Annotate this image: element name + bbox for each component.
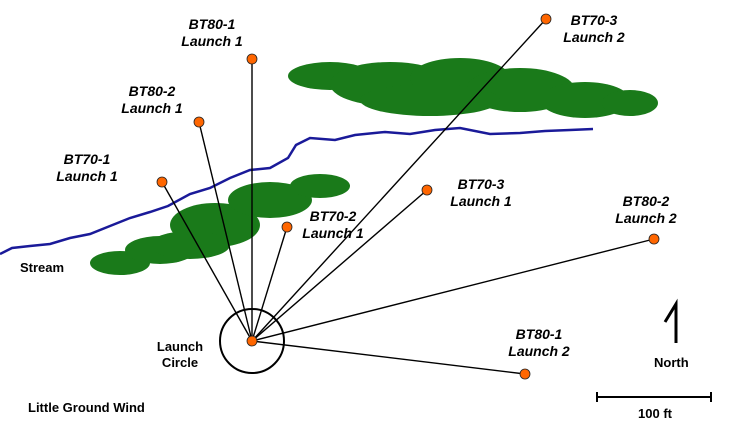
wind-note: Little Ground Wind — [28, 400, 145, 415]
label-rocket-name: BT70-3 — [570, 12, 618, 28]
label-bt70-3-launch1: BT70-3 Launch 1 — [450, 176, 511, 210]
stream-line — [0, 126, 594, 256]
landing-marker-bt70-3-l1 — [421, 184, 433, 196]
landing-marker-bt70-1-l1 — [156, 176, 168, 188]
landing-marker-bt80-1-l1 — [246, 53, 258, 65]
label-launch-number: Launch 1 — [121, 100, 183, 116]
launch-point-marker — [246, 335, 258, 347]
label-rocket-name: BT80-2 — [128, 83, 176, 99]
trajectory-bt80-2-l2 — [251, 238, 655, 342]
stream-label: Stream — [20, 260, 65, 275]
scale-bar — [596, 392, 712, 402]
launch-circle-label-line2: Circle — [161, 355, 199, 370]
launch-circle-label: Launch Circle — [157, 339, 203, 371]
label-launch-number: Launch 2 — [563, 29, 625, 45]
label-bt80-2-launch1: BT80-2 Launch 1 — [121, 83, 182, 117]
trajectory-bt70-3-l1 — [251, 189, 428, 342]
trajectory-lines — [161, 18, 655, 375]
north-arrow-icon — [663, 298, 678, 343]
label-launch-number: Launch 1 — [302, 225, 364, 241]
label-bt70-2-launch1: BT70-2 Launch 1 — [302, 208, 363, 242]
label-bt70-3-launch2: BT70-3 Launch 2 — [563, 12, 624, 46]
label-bt80-1-launch1: BT80-1 Launch 1 — [181, 16, 242, 50]
landing-marker-bt80-2-l1 — [193, 116, 205, 128]
label-rocket-name: BT80-2 — [622, 193, 670, 209]
label-rocket-name: BT80-1 — [188, 16, 236, 32]
launch-circle-label-line1: Launch — [156, 339, 204, 354]
trajectory-bt80-2-l1 — [198, 121, 253, 342]
label-rocket-name: BT70-1 — [63, 151, 111, 167]
landing-markers — [156, 13, 660, 380]
label-bt80-1-launch2: BT80-1 Launch 2 — [508, 326, 569, 360]
label-launch-number: Launch 2 — [615, 210, 677, 226]
label-bt70-1-launch1: BT70-1 Launch 1 — [56, 151, 117, 185]
label-launch-number: Launch 1 — [181, 33, 243, 49]
trajectory-bt70-2-l1 — [251, 226, 288, 342]
landing-marker-bt80-2-l2 — [648, 233, 660, 245]
landing-marker-bt70-3-l2 — [540, 13, 552, 25]
label-launch-number: Launch 1 — [450, 193, 512, 209]
label-launch-number: Launch 2 — [508, 343, 570, 359]
trajectory-bt70-3-l2 — [251, 18, 547, 342]
scale-label: 100 ft — [638, 406, 672, 421]
landing-marker-bt70-2-l1 — [281, 221, 293, 233]
landing-marker-bt80-1-l2 — [519, 368, 531, 380]
tree-cluster-upper — [288, 58, 658, 118]
label-launch-number: Launch 1 — [56, 168, 118, 184]
label-rocket-name: BT80-1 — [515, 326, 563, 342]
trajectory-bt80-1-l2 — [251, 340, 526, 375]
north-label: North — [654, 355, 689, 370]
trajectory-bt70-1-l1 — [161, 181, 253, 342]
label-rocket-name: BT70-3 — [457, 176, 505, 192]
tree-cluster-lower — [90, 174, 350, 275]
label-rocket-name: BT70-2 — [309, 208, 357, 224]
label-bt80-2-launch2: BT80-2 Launch 2 — [615, 193, 676, 227]
